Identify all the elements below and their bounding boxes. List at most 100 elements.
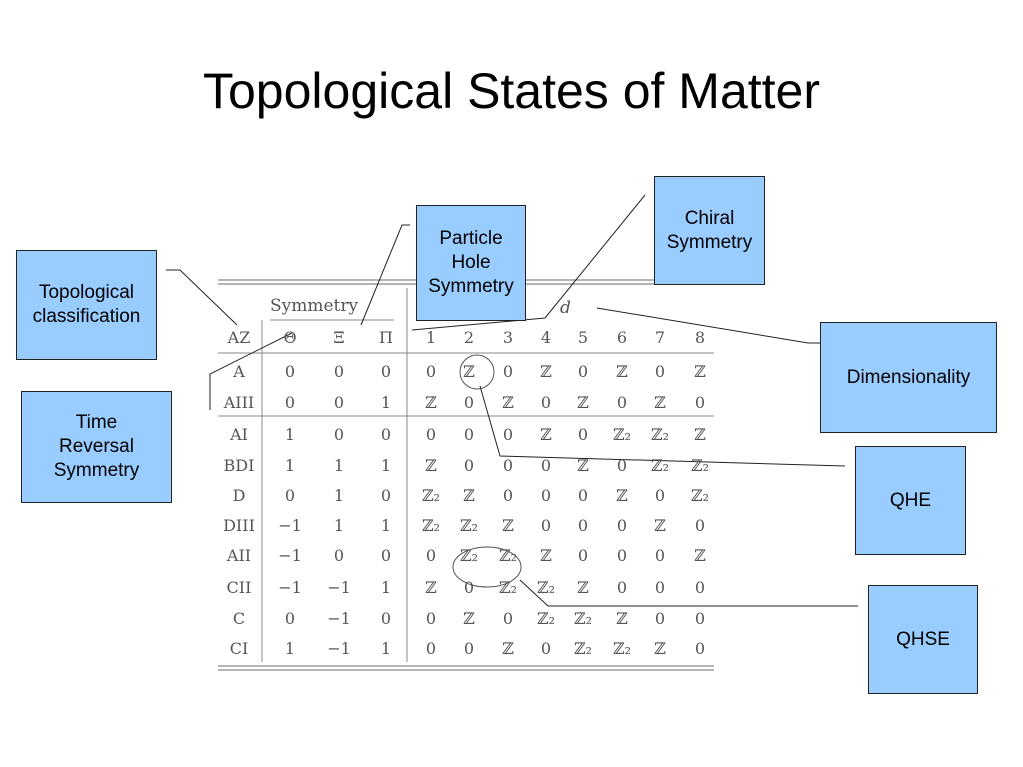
table-cell: 1 bbox=[284, 425, 296, 444]
table-cell: ℤ bbox=[425, 456, 437, 475]
table-cell: ℤ₂ bbox=[498, 546, 518, 565]
table-cell: ℤ₂ bbox=[421, 516, 441, 535]
column-header-d2: 2 bbox=[463, 328, 475, 347]
qhse-connector bbox=[519, 579, 858, 607]
table-cell: 0 bbox=[654, 609, 666, 628]
table-cell: 0 bbox=[540, 639, 552, 658]
chiral-symmetry-connector bbox=[411, 194, 646, 331]
table-cell: 0 bbox=[333, 425, 345, 444]
table-cell: 0 bbox=[616, 546, 628, 565]
table-cell: −1 bbox=[278, 516, 302, 535]
highlight-ellipses bbox=[452, 354, 522, 588]
az-class-label: CII bbox=[226, 578, 252, 597]
table-cell: 0 bbox=[502, 486, 514, 505]
table-cell: 1 bbox=[284, 456, 296, 475]
table-cell: 0 bbox=[425, 609, 437, 628]
table-cell: ℤ bbox=[540, 546, 552, 565]
az-class-label: AII bbox=[226, 546, 252, 565]
table-cell: 1 bbox=[380, 393, 392, 412]
table-cell: ℤ bbox=[694, 362, 706, 381]
table-cell: ℤ bbox=[540, 425, 552, 444]
table-cell: 0 bbox=[463, 578, 475, 597]
table-cell: ℤ bbox=[463, 486, 475, 505]
table-cell: 0 bbox=[577, 546, 589, 565]
table-cell: 0 bbox=[502, 425, 514, 444]
az-class-label: DIII bbox=[223, 516, 255, 535]
table-cell: ℤ₂ bbox=[536, 578, 556, 597]
table-cell: 1 bbox=[333, 486, 345, 505]
table-cell: ℤ bbox=[425, 393, 437, 412]
qhe-callout: QHE bbox=[855, 446, 966, 555]
table-cell: 0 bbox=[463, 639, 475, 658]
table-cell: 0 bbox=[380, 609, 392, 628]
az-class-label: BDI bbox=[223, 456, 255, 475]
table-cell: 0 bbox=[463, 393, 475, 412]
column-header-d7: 7 bbox=[654, 328, 666, 347]
table-cell: 1 bbox=[380, 578, 392, 597]
table-cell: −1 bbox=[327, 639, 351, 658]
table-cell: ℤ bbox=[577, 393, 589, 412]
table-cell: 0 bbox=[577, 425, 589, 444]
table-cell: ℤ bbox=[654, 393, 666, 412]
table-cell: 0 bbox=[380, 425, 392, 444]
table-cell: 0 bbox=[425, 362, 437, 381]
table-cell: ℤ bbox=[616, 486, 628, 505]
table-cell: 0 bbox=[694, 639, 706, 658]
time-reversal-connector bbox=[209, 332, 293, 410]
table-cell: 0 bbox=[654, 362, 666, 381]
table-cell: 0 bbox=[333, 362, 345, 381]
column-header-d3: 3 bbox=[502, 328, 514, 347]
column-header-pi: Π bbox=[379, 328, 393, 347]
table-cell: ℤ₂ bbox=[650, 456, 670, 475]
table-cell: ℤ₂ bbox=[612, 639, 632, 658]
table-cell: 0 bbox=[540, 393, 552, 412]
topological-classification-callout: Topological classification bbox=[16, 250, 157, 360]
table-cell: 0 bbox=[380, 362, 392, 381]
table-cell: 0 bbox=[616, 393, 628, 412]
table-cell: ℤ bbox=[616, 362, 628, 381]
table-cell: 0 bbox=[502, 609, 514, 628]
topological-classification-connector bbox=[166, 269, 238, 326]
table-cell: −1 bbox=[327, 578, 351, 597]
table-cell: 0 bbox=[284, 393, 296, 412]
table-cell: ℤ bbox=[463, 609, 475, 628]
qhse-callout: QHSE bbox=[868, 585, 978, 694]
table-cell: 0 bbox=[380, 546, 392, 565]
table-cell: ℤ₂ bbox=[612, 425, 632, 444]
column-header-d6: 6 bbox=[616, 328, 628, 347]
qhse-highlight-ellipse bbox=[452, 546, 522, 588]
table-cell: 0 bbox=[380, 486, 392, 505]
table-cell: 0 bbox=[577, 486, 589, 505]
table-cell: 0 bbox=[284, 362, 296, 381]
column-header-az: AZ bbox=[227, 328, 251, 347]
particle-hole-symmetry-callout: Particle Hole Symmetry bbox=[416, 205, 526, 321]
table-cell: ℤ bbox=[694, 425, 706, 444]
az-class-label: A bbox=[233, 362, 245, 381]
table-cell: ℤ bbox=[502, 516, 514, 535]
connector-lines bbox=[166, 194, 858, 607]
chiral-symmetry-callout: Chiral Symmetry bbox=[654, 176, 765, 285]
table-cell: 0 bbox=[694, 609, 706, 628]
column-header-xi: Ξ bbox=[333, 328, 345, 347]
table-cell: ℤ₂ bbox=[536, 609, 556, 628]
table-cell: 0 bbox=[654, 546, 666, 565]
table-cell: 0 bbox=[540, 456, 552, 475]
table-cell: ℤ bbox=[654, 516, 666, 535]
table-cell: ℤ₂ bbox=[459, 516, 479, 535]
table-cell: 1 bbox=[333, 516, 345, 535]
table-cell: 0 bbox=[502, 456, 514, 475]
table-cell: 1 bbox=[284, 639, 296, 658]
table-cell: −1 bbox=[278, 546, 302, 565]
table-cell: ℤ₂ bbox=[498, 578, 518, 597]
table-cell: 0 bbox=[284, 486, 296, 505]
table-cell: 0 bbox=[425, 425, 437, 444]
dimensionality-callout: Dimensionality bbox=[820, 322, 997, 433]
az-class-label: AI bbox=[230, 425, 248, 444]
table-cell: ℤ₂ bbox=[573, 609, 593, 628]
column-header-d8: 8 bbox=[694, 328, 706, 347]
table-cell: ℤ bbox=[577, 456, 589, 475]
table-cell: ℤ₂ bbox=[690, 456, 710, 475]
table-cell: ℤ₂ bbox=[650, 425, 670, 444]
column-header-theta: Θ bbox=[283, 328, 297, 347]
table-cell: ℤ bbox=[425, 578, 437, 597]
